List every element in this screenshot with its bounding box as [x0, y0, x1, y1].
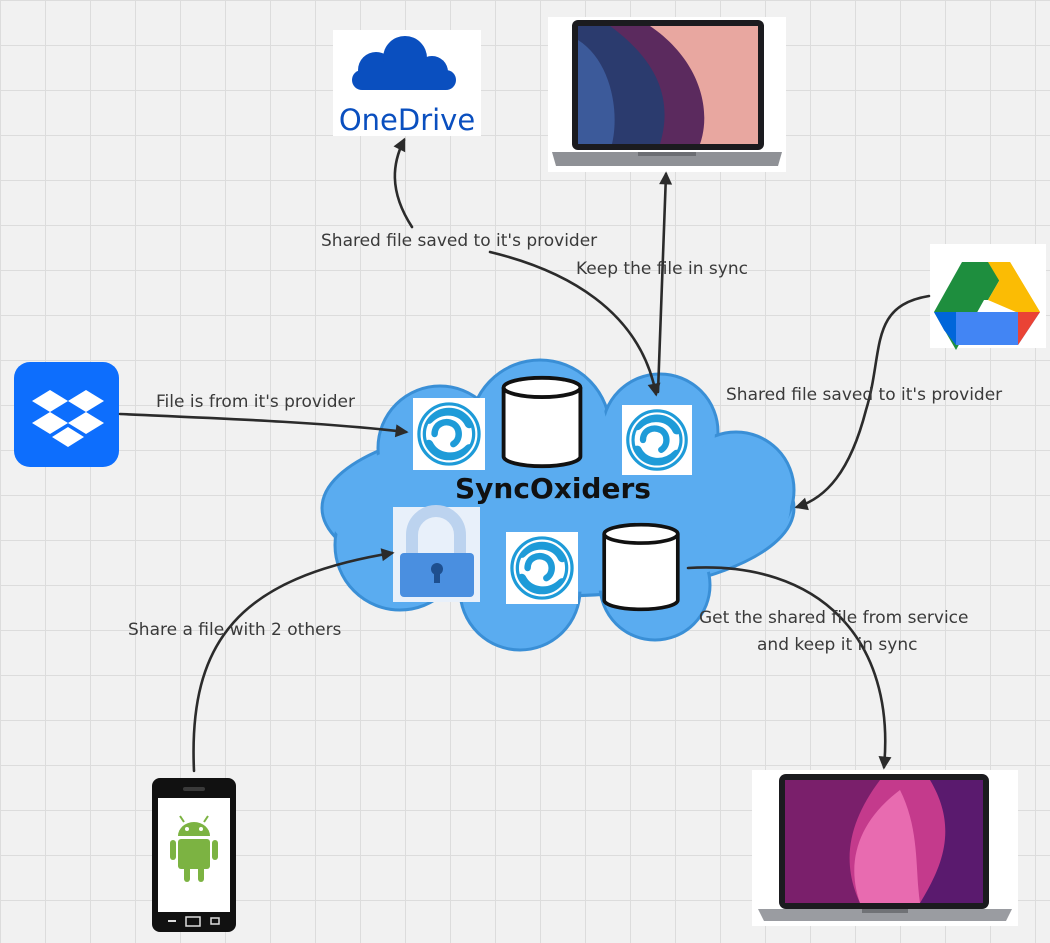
- android-phone-icon: [152, 778, 236, 932]
- onedrive-wordmark: OneDrive: [339, 103, 475, 137]
- connector-onedrive-cloud: [488, 250, 661, 397]
- lock-icon: [393, 505, 480, 602]
- sync-icon: [506, 532, 578, 604]
- edge-label-onedrive: Shared file saved to it's provider: [321, 231, 597, 251]
- macbook-icon: [752, 770, 1018, 926]
- connector-macbook: [686, 566, 892, 770]
- connector-google-drive: [794, 294, 931, 511]
- onedrive-node: OneDrive: [333, 30, 481, 137]
- connector-phone: [192, 548, 395, 773]
- dropbox-icon: [14, 362, 119, 467]
- sync-icon: [622, 405, 692, 475]
- edge-label-google-drive: Shared file saved to it's provider: [726, 385, 1002, 405]
- database-icon: [504, 378, 581, 466]
- sync-icon: [413, 398, 485, 470]
- google-drive-icon: [930, 244, 1046, 350]
- edge-label-laptop: Keep the file in sync: [576, 259, 748, 279]
- onedrive-logo-icon: [352, 36, 456, 90]
- connector-laptop: [656, 171, 673, 394]
- database-icon: [604, 525, 678, 610]
- syncoxiders-cloud: SyncOxiders: [320, 358, 796, 652]
- diagram-title: SyncOxiders: [455, 472, 651, 505]
- edge-label-macbook-line2: and keep it in sync: [757, 635, 917, 655]
- connector-dropbox: [118, 412, 409, 438]
- edge-label-macbook-line1: Get the shared file from service: [699, 608, 968, 628]
- edge-label-dropbox: File is from it's provider: [156, 392, 355, 412]
- edge-label-phone: Share a file with 2 others: [128, 620, 342, 640]
- connector-onedrive: [393, 137, 414, 229]
- android-logo-icon: [170, 815, 218, 882]
- laptop-icon: [548, 17, 786, 172]
